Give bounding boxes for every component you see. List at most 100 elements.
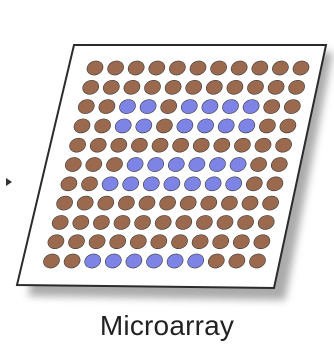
brown-spot [160, 99, 178, 114]
blue-spot [225, 176, 243, 192]
blue-spot [122, 176, 140, 192]
brown-spot [81, 176, 98, 192]
brown-spot [185, 79, 203, 95]
blue-spot [188, 157, 206, 172]
brown-spot [97, 195, 115, 211]
blue-spot [187, 253, 205, 269]
brown-spot [43, 253, 60, 269]
brown-spot [118, 195, 135, 211]
brown-spot [205, 79, 223, 95]
brown-spot [144, 79, 161, 95]
blue-spot [229, 157, 247, 172]
brown-spot [150, 234, 168, 250]
brown-spot [250, 157, 267, 172]
brown-spot [134, 215, 151, 230]
brown-spot [102, 79, 120, 95]
blue-spot [147, 157, 165, 172]
brown-spot [138, 195, 156, 211]
brown-spot [159, 195, 176, 211]
brown-spot [266, 176, 284, 192]
brown-spot [107, 60, 124, 76]
brown-spot [82, 79, 100, 95]
brown-spot [77, 99, 95, 114]
brown-spot [110, 137, 128, 153]
blue-spot [184, 176, 201, 192]
brown-spot [113, 215, 131, 230]
blue-spot [197, 118, 214, 134]
blue-spot [217, 118, 235, 134]
brown-spot [88, 234, 106, 250]
brown-spot [234, 137, 251, 153]
brown-spot [254, 137, 272, 153]
brown-spot [288, 79, 305, 95]
brown-spot [232, 234, 250, 250]
brown-spot [247, 79, 264, 95]
brown-spot [47, 234, 65, 250]
brown-spot [154, 215, 172, 230]
blue-spot [180, 99, 198, 114]
brown-spot [68, 234, 85, 250]
brown-spot [156, 118, 173, 134]
blue-spot [126, 157, 144, 172]
brown-spot [207, 253, 225, 269]
brown-spot [191, 234, 209, 250]
brown-spot [262, 195, 279, 211]
blue-spot [163, 176, 181, 192]
blue-spot [142, 176, 160, 192]
brown-spot [98, 99, 116, 114]
brown-spot [245, 176, 263, 192]
blue-spot [209, 157, 226, 172]
brown-spot [76, 195, 94, 211]
brown-spot [196, 215, 213, 230]
brown-spot [60, 176, 78, 192]
brown-spot [73, 118, 91, 134]
brown-spot [131, 137, 148, 153]
brown-spot [230, 60, 248, 76]
brown-spot [69, 137, 86, 153]
blue-spot [101, 176, 119, 192]
brown-spot [169, 60, 186, 76]
brown-spot [171, 234, 188, 250]
blue-spot [84, 253, 102, 269]
brown-spot [213, 137, 231, 153]
brown-spot [123, 79, 141, 95]
brown-spot [164, 79, 182, 95]
blue-spot [104, 253, 122, 269]
blue-spot [176, 118, 194, 134]
brown-spot [89, 137, 107, 153]
blue-spot [125, 253, 143, 269]
brown-spot [257, 215, 275, 230]
brown-spot [249, 253, 266, 269]
blue-spot [238, 118, 256, 134]
brown-spot [127, 60, 145, 76]
brown-spot [221, 195, 238, 211]
brown-spot [56, 195, 73, 211]
brown-spot [292, 60, 310, 76]
brown-spot [189, 60, 207, 76]
brown-spot [216, 215, 234, 230]
brown-spot [272, 60, 289, 76]
brown-spot [86, 60, 104, 76]
brown-spot [148, 60, 166, 76]
brown-spot [228, 253, 246, 269]
spot-grid [43, 60, 310, 269]
brown-spot [93, 215, 110, 230]
brown-spot [267, 79, 285, 95]
brown-spot [270, 157, 288, 172]
brown-spot [237, 215, 254, 230]
blue-spot [139, 99, 157, 114]
brown-spot [253, 234, 271, 250]
brown-spot [175, 215, 193, 230]
brown-spot [200, 195, 218, 211]
brown-spot [72, 215, 90, 230]
brown-spot [192, 137, 210, 153]
brown-spot [241, 195, 259, 211]
brown-spot [85, 157, 103, 172]
diagram-caption: Microarray [99, 310, 235, 341]
blue-spot [222, 99, 239, 114]
brown-spot [259, 118, 276, 134]
brown-spot [283, 99, 301, 114]
brown-spot [106, 157, 123, 172]
